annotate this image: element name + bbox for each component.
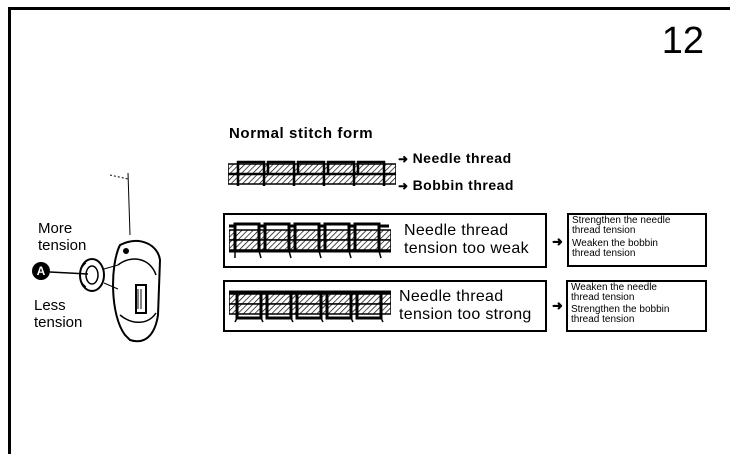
page-number: 12: [661, 20, 704, 62]
too-strong-remedy-box: Weaken the needle thread tension Strengt…: [566, 280, 707, 332]
too-strong-stitch-diagram: [229, 290, 391, 323]
right-arrow-icon: ➜: [398, 179, 409, 193]
strengthen-needle-remedy: Strengthen the needle thread tension: [572, 215, 671, 236]
right-arrow-icon: ➜: [552, 234, 563, 249]
too-strong-label: Needle thread tension too strong: [399, 288, 532, 323]
strengthen-bobbin-remedy: Strengthen the bobbin thread tension: [571, 304, 670, 325]
page-frame: [8, 7, 730, 454]
tension-dial-illustration: [79, 172, 162, 343]
normal-stitch-diagram: [228, 160, 396, 186]
normal-stitch-title: Normal stitch form: [229, 125, 374, 142]
right-arrow-icon: ➜: [552, 298, 563, 313]
weaken-needle-remedy: Weaken the needle thread tension: [571, 282, 657, 303]
too-weak-remedy-box: Strengthen the needle thread tension Wea…: [567, 213, 707, 267]
needle-thread-label: ➜Needle thread: [398, 150, 512, 166]
needle-thread-text: Needle thread: [412, 150, 512, 166]
too-weak-label: Needle thread tension too weak: [404, 222, 529, 257]
bobbin-thread-label: ➜Bobbin thread: [398, 177, 514, 193]
circled-letter-a-icon: A: [32, 262, 50, 280]
right-arrow-icon: ➜: [398, 152, 409, 166]
bobbin-thread-text: Bobbin thread: [412, 177, 514, 193]
less-tension-label: Less tension: [34, 297, 83, 331]
more-tension-label: More tension: [38, 220, 87, 254]
weaken-bobbin-remedy: Weaken the bobbin thread tension: [572, 238, 658, 259]
marker-leader-line: [50, 271, 89, 275]
too-weak-stitch-diagram: [229, 222, 391, 259]
